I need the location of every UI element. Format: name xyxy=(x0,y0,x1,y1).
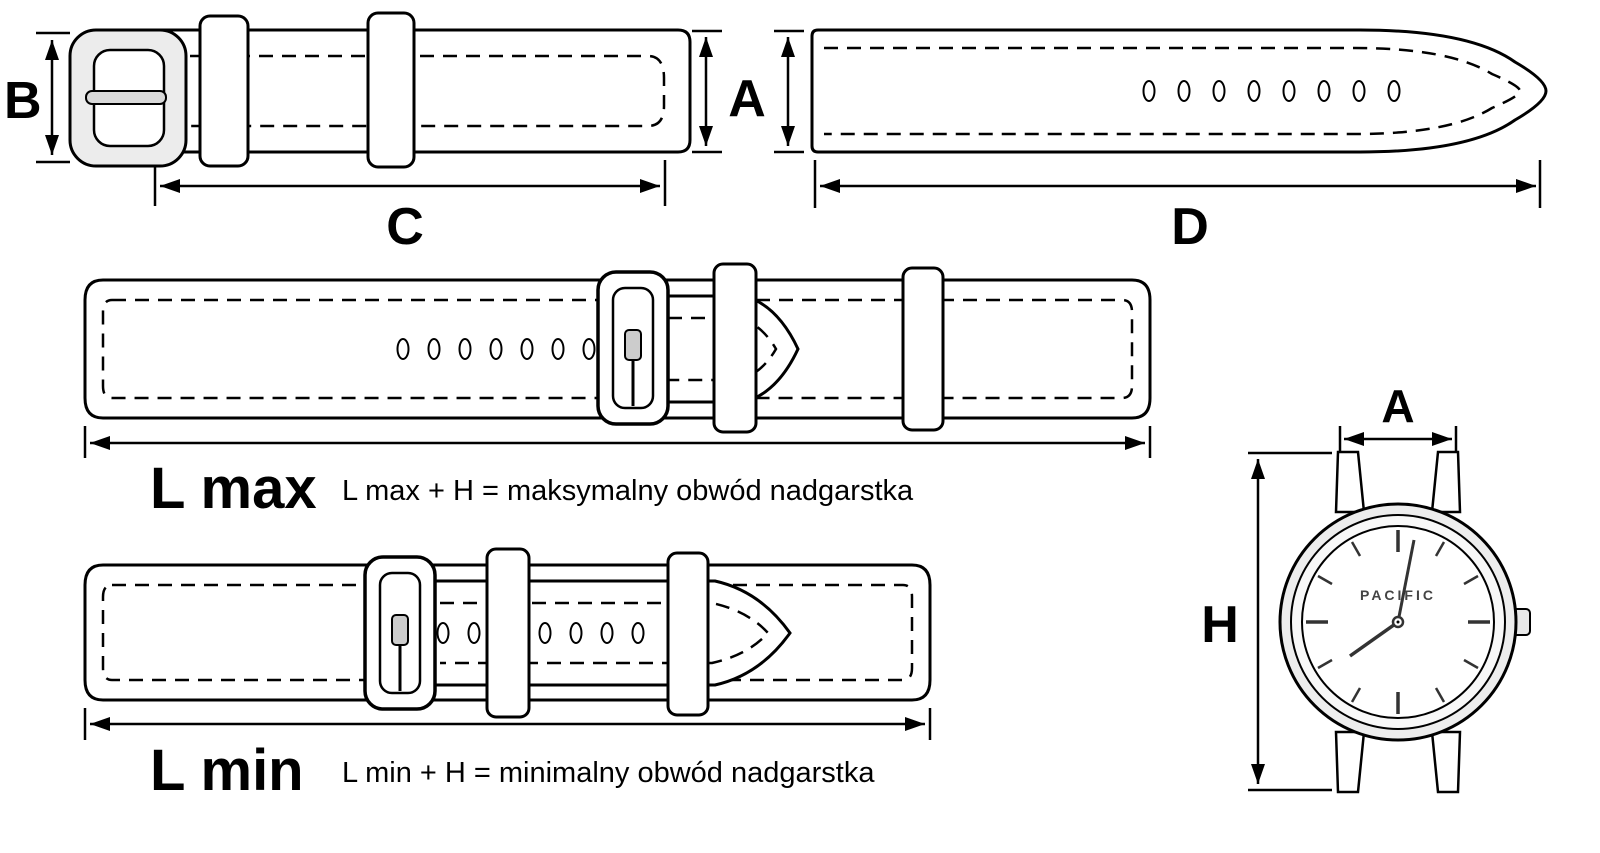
dim-a-label: A xyxy=(728,70,766,128)
lmax-formula: L max + H = maksymalny obwód nadgarstka xyxy=(342,475,914,507)
dimension-lmax: L max L max + H = maksymalny obwód nadga… xyxy=(83,426,1152,521)
watch-brand-label: PACIFIC xyxy=(1360,587,1436,603)
dim-c-label: C xyxy=(386,198,424,256)
lmin-strap: L min L min + H = minimalny obwód nadgar… xyxy=(83,547,932,803)
watch-drawing: PACIFIC A H xyxy=(1201,380,1531,794)
dim-a-watch-label: A xyxy=(1381,380,1414,432)
buckle xyxy=(68,28,188,168)
dimension-c: C xyxy=(153,160,667,256)
dimension-lmin: L min L min + H = minimalny obwód nadgar… xyxy=(83,708,932,803)
watch-lugs xyxy=(1334,450,1462,794)
dimension-a-straps: A xyxy=(692,29,804,154)
strap-holes xyxy=(1142,80,1401,102)
buckle xyxy=(596,270,670,426)
stitching xyxy=(190,54,666,128)
strap-holes xyxy=(436,622,645,644)
lmin-formula: L min + H = minimalny obwód nadgarstka xyxy=(342,757,875,789)
dimension-d: D xyxy=(813,160,1542,256)
lmax-label: L max xyxy=(150,456,317,521)
watch-hour-markers xyxy=(1306,530,1490,714)
buckle-prong xyxy=(85,90,167,105)
keeper-loop xyxy=(666,551,710,717)
buckle-prong xyxy=(624,329,642,361)
keeper-loop xyxy=(366,11,416,169)
keeper-loop xyxy=(485,547,531,719)
dim-b-label: B xyxy=(4,72,42,130)
keeper-loop xyxy=(198,14,250,168)
strap-holes xyxy=(396,338,596,360)
watch-hands xyxy=(1348,539,1416,658)
buckle-strap-piece: B C xyxy=(4,11,692,256)
keeper-loop xyxy=(712,262,758,434)
stitching xyxy=(101,298,1134,400)
dimension-h: H xyxy=(1201,451,1332,792)
dim-d-label: D xyxy=(1171,198,1209,256)
dim-h-label: H xyxy=(1201,596,1239,654)
dimension-b: B xyxy=(4,31,70,164)
keeper-loop xyxy=(901,266,945,432)
buckle-prong xyxy=(391,614,409,646)
stitching xyxy=(824,46,1522,136)
buckle xyxy=(363,555,437,711)
lmin-label: L min xyxy=(150,738,304,803)
dimension-a-watch: A xyxy=(1338,380,1458,452)
hole-strap-piece: D xyxy=(810,28,1548,256)
lmax-strap: L max L max + H = maksymalny obwód nadga… xyxy=(83,262,1152,521)
stitching xyxy=(101,583,914,682)
